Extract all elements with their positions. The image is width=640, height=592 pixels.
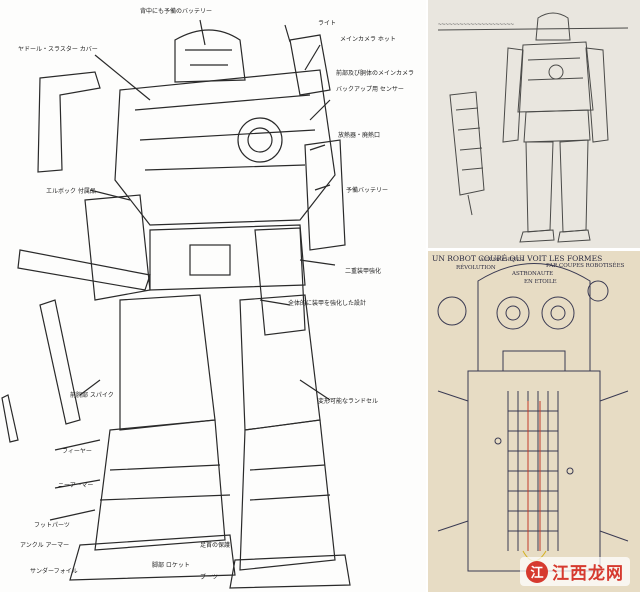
annotation-label: 前部及び胴体のメインカメラ: [336, 70, 415, 77]
annotation-label: フットパーツ: [34, 522, 70, 529]
annotation-label: ブーツ: [200, 574, 218, 581]
french-robot-panel: UN ROBOT COUPÉ QUI VOIT LES FORMES PAR C…: [428, 251, 640, 592]
label-aux-machines: AUX MACHINES: [480, 257, 524, 263]
watermark-logo-icon: 江: [526, 560, 548, 583]
annotation-label: メインカメラ ホット: [340, 36, 396, 43]
blueprint-header: ~~~~~~~~~~~~~~~~~~~~~: [438, 21, 514, 28]
annotation-label: 前腕部 スパイク: [70, 392, 114, 399]
panel-divider: [428, 248, 640, 251]
annotation-label: サンダーフォイル: [30, 568, 78, 575]
mecha-sketch-panel: 背中にも予備のバッテリー ヤドール・スラスター カバー ライト メインカメラ ホ…: [1, 8, 415, 589]
annotation-label: 背中にも予備のバッテリー: [140, 8, 213, 15]
panel-divider: [426, 0, 428, 592]
label-revolution: RÉVOLUTION: [456, 265, 496, 271]
annotation-label: 脚部 ロケット: [152, 562, 190, 569]
annotation-label: フィーヤー: [62, 448, 92, 455]
mecha-robot-drawing: [1, 19, 351, 589]
armor-suit-drawing: ~~~~~~~~~~~~~~~~~~~~~: [437, 12, 629, 243]
watermark: 江 江西龙网: [520, 557, 630, 586]
robot-schematic-drawing: [437, 263, 629, 572]
annotation-label: ヤドール・スラスター カバー: [18, 46, 98, 53]
robot-title: UN ROBOT COUPÉ QUI VOIT LES FORMES: [432, 254, 603, 263]
annotation-label: バックアップ用 センサー: [336, 86, 404, 93]
ironman-blueprint-panel: ~~~~~~~~~~~~~~~~~~~~~: [428, 0, 640, 248]
annotation-label: 変形可能なランドセル: [318, 398, 379, 405]
annotation-label: アンクル アーマー: [20, 542, 70, 549]
watermark-text: 江西龙网: [552, 564, 624, 584]
annotation-label: ライト: [318, 20, 337, 27]
label-en-etoile: EN ETOILE: [524, 279, 557, 285]
annotation-label: ニーアーマー: [58, 482, 94, 489]
annotation-label: 全体的に装甲を強化した設計: [288, 300, 367, 307]
label-astronaute: ASTRONAUTE: [512, 271, 554, 277]
annotation-label: 二重装甲強化: [345, 268, 382, 275]
annotation-label: 足首の保護: [200, 542, 231, 549]
annotation-label: エルボック 付属品: [46, 188, 96, 195]
robot-subtitle: PAR COUPES ROBOTISÉES: [546, 263, 625, 269]
annotation-label: 放熱器・廃熱口: [338, 132, 381, 139]
annotation-label: 予備バッテリー: [346, 187, 389, 194]
